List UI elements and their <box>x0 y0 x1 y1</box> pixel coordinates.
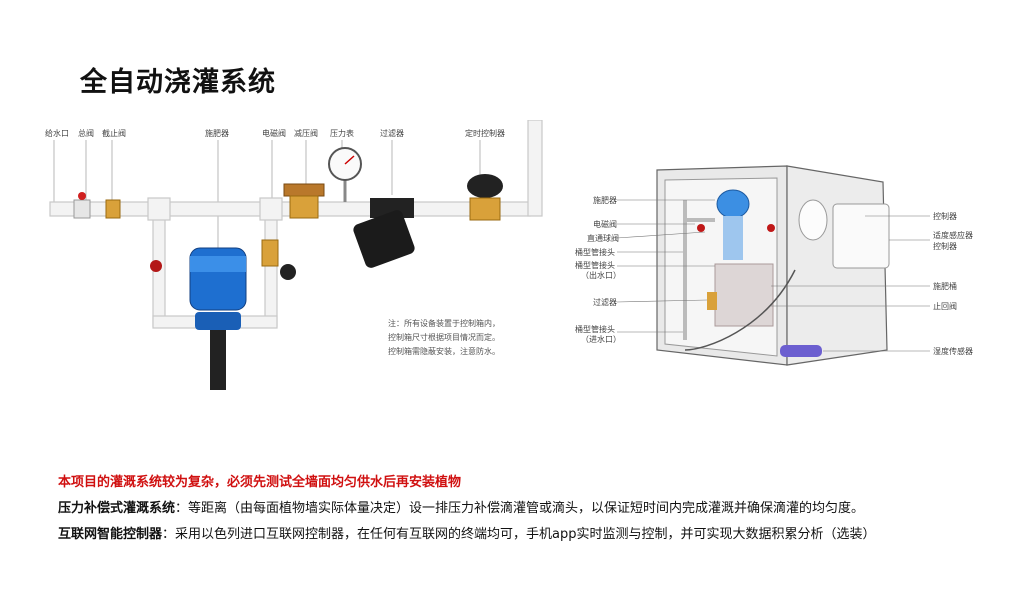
control-cabinet-diagram: 施肥器 电磁阀 直通球阀 桶型管接头 桶型管接头 （出水口） 过滤器 桶型管接头… <box>575 165 973 366</box>
cab-label-tank: 施肥桶 <box>933 281 957 291</box>
solenoid-valve-icon <box>261 239 296 280</box>
pressure-reducer-icon <box>283 183 325 219</box>
cab-label-controller-2: 控制器 <box>933 241 957 251</box>
pressure-compensation-line: 压力补偿式灌溉系统：等距离（由每面植物墙实际体量决定）设一排压力补偿滴灌管或滴头… <box>58 496 1008 522</box>
cab-label-barrel-fitting-1: 桶型管接头 <box>575 247 615 257</box>
label-main-valve: 总阀 <box>78 128 94 138</box>
description-block: 本项目的灌溉系统较为复杂，必须先测试全墙面均匀供水后再安装植物 压力补偿式灌溉系… <box>58 470 1008 548</box>
cab-label-check-valve: 止回阀 <box>933 301 957 311</box>
note-line-1: 注：所有设备装置于控制箱内， <box>388 318 500 328</box>
note-line-2: 控制箱尺寸根据项目情况而定。 <box>388 332 500 342</box>
smart-controller-desc: ：采用以色列进口互联网控制器，在任何有互联网的终端均可，手机app实时监测与控制… <box>162 527 876 542</box>
cab-label-ball-valve: 直通球阀 <box>587 233 619 243</box>
cab-label-sensor: 适度感应器 <box>933 230 973 240</box>
cab-label-fertilizer: 施肥器 <box>593 195 617 205</box>
fertilizer-pump-icon <box>716 189 750 219</box>
pressure-compensation-desc: ：等距离（由每面植物墙实际体量决定）设一排压力补偿滴灌管或滴头，以保证短时间内完… <box>175 501 865 516</box>
label-water-inlet: 给水口 <box>45 128 69 138</box>
label-timer-controller: 定时控制器 <box>465 128 505 138</box>
page-title: 全自动浇灌系统 <box>80 67 276 98</box>
cab-label-barrel-fitting-2: 桶型管接头 <box>575 260 615 270</box>
cab-label-controller: 控制器 <box>933 211 957 221</box>
label-solenoid-valve: 电磁阀 <box>262 128 286 138</box>
fertilizer-tank-icon <box>714 263 774 327</box>
stop-valve-icon <box>105 199 121 219</box>
cab-label-filter: 过滤器 <box>593 297 617 307</box>
warning-text: 本项目的灌溉系统较为复杂，必须先测试全墙面均匀供水后再安装植物 <box>58 475 462 490</box>
fertilizer-injector-icon <box>189 247 247 390</box>
label-fertilizer: 施肥器 <box>205 128 229 138</box>
filter-icon <box>353 198 415 268</box>
cab-label-outlet: （出水口） <box>581 270 621 280</box>
label-stop-valve: 截止阀 <box>102 128 126 138</box>
humidity-sensor-icon <box>780 345 822 357</box>
smart-controller-title: 互联网智能控制器 <box>58 527 163 542</box>
main-valve-icon <box>73 199 91 219</box>
note-line-3: 控制箱需隐蔽安装，注意防水。 <box>388 346 500 356</box>
pressure-compensation-title: 压力补偿式灌溉系统 <box>58 501 176 516</box>
irrigation-pipe-diagram: 给水口 总阀 截止阀 施肥器 电磁阀 减压阀 压力表 过滤器 定时控制器 <box>45 120 543 390</box>
cab-label-humidity-sensor: 湿度传感器 <box>933 346 973 356</box>
cab-label-inlet: （进水口） <box>581 334 621 344</box>
timer-controller-icon <box>467 174 503 221</box>
cab-label-solenoid: 电磁阀 <box>593 219 617 229</box>
controller-box-icon <box>832 203 890 269</box>
label-pressure-gauge: 压力表 <box>330 128 354 138</box>
smart-controller-line: 互联网智能控制器：采用以色列进口互联网控制器，在任何有互联网的终端均可，手机ap… <box>58 522 1008 548</box>
label-filter: 过滤器 <box>380 128 404 138</box>
moisture-sensor-ctrl-icon <box>798 199 828 241</box>
label-pressure-reducer: 减压阀 <box>294 128 318 138</box>
cab-label-barrel-fitting-3: 桶型管接头 <box>575 324 615 334</box>
pressure-gauge-icon <box>328 147 362 202</box>
